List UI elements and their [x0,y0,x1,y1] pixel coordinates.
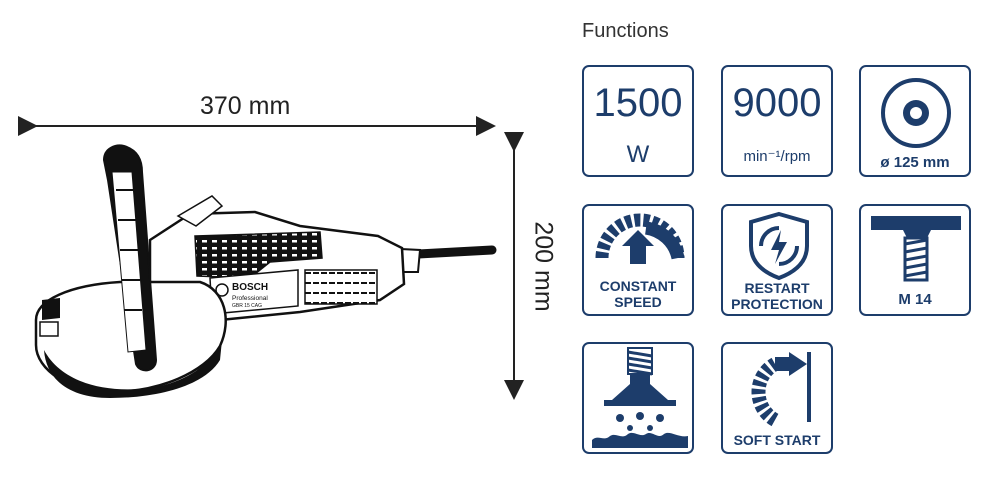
dust-extraction-tile [582,342,694,454]
power-tile: 1500 W [582,65,694,177]
grinder-illustration: BOSCH Professional GBR 15 CAG [18,116,524,400]
height-dimension-label: 200 mm [529,221,558,312]
constant-speed-line1: CONSTANT [599,278,677,294]
width-dimension-label: 370 mm [200,92,291,120]
constant-speed-line2: SPEED [614,294,662,310]
spindle-label: M 14 [898,291,932,308]
soft-start-tile: SOFT START [721,342,833,454]
speed-value: 9000 [732,81,822,125]
dust-extraction-icon [592,347,688,448]
restart-protection-tile: RESTART PROTECTION [721,204,833,316]
model-label: GBR 15 CAG [232,303,262,309]
soft-start-arc-icon [751,352,811,427]
restart-protection-line1: RESTART [744,280,810,296]
brand-label: BOSCH [232,282,268,293]
shield-lightning-icon [749,211,809,281]
functions-title: Functions [582,20,669,42]
spindle-thread-icon [871,216,961,282]
disc-tile: ø 125 mm [859,65,971,177]
spindle-tile: M 14 [859,204,971,316]
power-unit: W [626,141,650,168]
speed-unit: min⁻¹/rpm [743,148,811,165]
speed-tile: 9000 min⁻¹/rpm [721,65,833,177]
disc-icon [881,78,951,148]
power-value: 1500 [593,81,683,125]
tool-diagram: BOSCH Professional GBR 15 CAG 370 mm 200… [18,92,558,400]
line-label: Professional [232,295,268,302]
constant-speed-label: CONSTANT SPEED [584,278,692,310]
constant-speed-tile: CONSTANT SPEED [582,204,694,316]
restart-protection-label: RESTART PROTECTION [723,280,831,312]
soft-start-label: SOFT START [733,432,821,448]
disc-size-label: ø 125 mm [880,154,950,171]
speedometer-arrow-icon [595,213,685,264]
restart-protection-line2: PROTECTION [731,296,823,312]
